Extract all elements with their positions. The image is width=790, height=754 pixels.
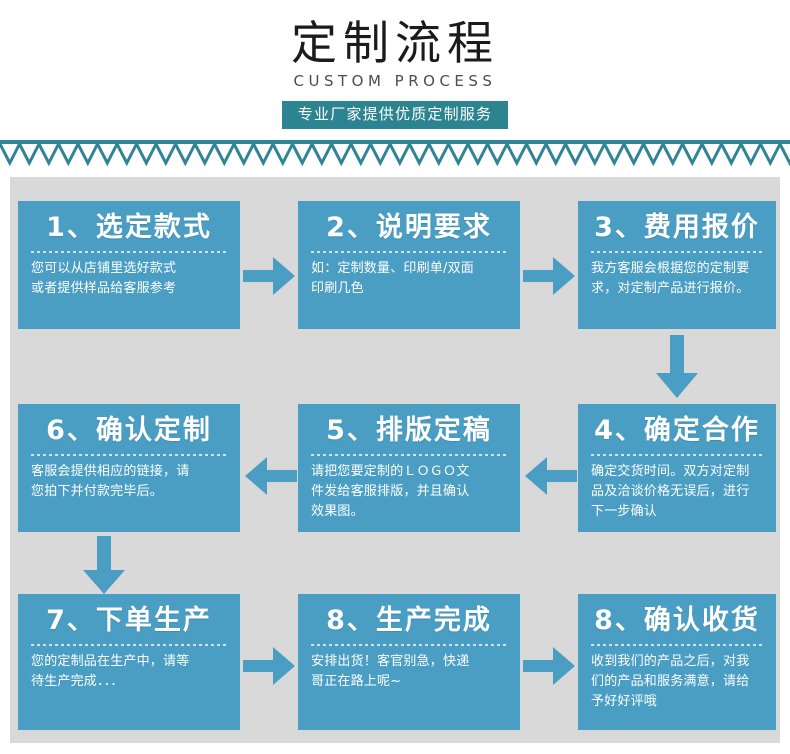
step-line: 确定交货时间。双方对定制 [591, 464, 750, 479]
step-description: 您可以从店铺里选好款式 或者提供样品给客服参考 [31, 259, 227, 299]
step-divider [311, 251, 507, 253]
step-line: 请把您要定制的ＬＯＧＯ文 [311, 464, 470, 479]
page-title: 定制流程 [291, 16, 499, 70]
step-line: 们的产品和服务满意，请给 [591, 674, 750, 689]
step-divider [591, 644, 763, 646]
step-line: 您拍下并付款完毕后。 [31, 484, 164, 499]
step-description: 确定交货时间。双方对定制 品及洽谈价格无误后，进行 下一步确认 [591, 462, 763, 522]
step-box-6: 6、确认定制 客服会提供相应的链接，请 您拍下并付款完毕后。 [18, 404, 240, 532]
step-line: 客服会提供相应的链接，请 [31, 464, 190, 479]
step-line: 收到我们的产品之后，对我 [591, 654, 750, 669]
step-description: 请把您要定制的ＬＯＧＯ文 件发给客服排版，并且确认 效果图。 [311, 462, 507, 522]
step-description: 收到我们的产品之后，对我 们的产品和服务满意，请给 予好好评哦 [591, 652, 763, 712]
step-box-3: 3、费用报价 我方客服会根据您的定制要 求，对定制产品进行报价。 [578, 201, 776, 329]
arrow-right-icon-7-to-8 [243, 638, 297, 694]
zigzag-divider [0, 140, 790, 167]
zigzag-icon [0, 140, 790, 167]
step-line: 品及洽谈价格无误后，进行 [591, 484, 750, 499]
step-description: 安排出货！客官别急，快递 哥正在路上呢~ [311, 652, 507, 692]
step-box-4: 4、确定合作 确定交货时间。双方对定制 品及洽谈价格无误后，进行 下一步确认 [578, 404, 776, 532]
step-box-5: 5、排版定稿 请把您要定制的ＬＯＧＯ文 件发给客服排版，并且确认 效果图。 [298, 404, 520, 532]
step-heading: 7、下单生产 [46, 605, 212, 636]
arrow-down-icon-3-to-4 [651, 335, 703, 401]
page-header: 定制流程 CUSTOM PROCESS 专业厂家提供优质定制服务 [0, 0, 790, 140]
step-box-8: 8、生产完成 安排出货！客官别急，快递 哥正在路上呢~ [298, 594, 520, 730]
arrow-right-icon-1-to-2 [243, 248, 297, 304]
step-box-7: 7、下单生产 您的定制品在生产中，请等 待生产完成．．． [18, 594, 240, 730]
step-divider [31, 454, 227, 456]
arrow-down-icon-6-to-7 [78, 536, 130, 596]
step-divider [311, 644, 507, 646]
step-description: 我方客服会根据您的定制要 求，对定制产品进行报价。 [591, 259, 763, 299]
arrow-left-icon-4-to-5 [523, 448, 577, 504]
page-subtitle: CUSTOM PROCESS [293, 72, 497, 90]
step-divider [31, 644, 227, 646]
step-line: 下一步确认 [591, 504, 658, 519]
step-divider [31, 251, 227, 253]
step-line: 您的定制品在生产中，请等 [31, 654, 190, 669]
step-line: 件发给客服排版，并且确认 [311, 484, 470, 499]
step-line: 待生产完成．．． [31, 674, 124, 689]
step-line: 哥正在路上呢~ [311, 674, 402, 689]
step-description: 如：定制数量、印刷单/双面 印刷几色 [311, 259, 507, 299]
step-line: 如：定制数量、印刷单/双面 [311, 261, 474, 276]
step-heading: 8、确认收货 [594, 605, 760, 636]
step-divider [591, 454, 763, 456]
step-line: 求，对定制产品进行报价。 [591, 281, 750, 296]
step-line: 安排出货！客官别急，快递 [311, 654, 470, 669]
arrow-left-icon-5-to-6 [243, 448, 297, 504]
step-heading: 5、排版定稿 [326, 415, 492, 446]
service-badge: 专业厂家提供优质定制服务 [281, 101, 509, 129]
step-box-9: 8、确认收货 收到我们的产品之后，对我 们的产品和服务满意，请给 予好好评哦 [578, 594, 776, 730]
step-divider [311, 454, 507, 456]
step-heading: 1、选定款式 [46, 212, 212, 243]
step-heading: 8、生产完成 [326, 605, 492, 636]
arrow-right-icon-2-to-3 [523, 248, 577, 304]
step-heading: 6、确认定制 [46, 415, 212, 446]
step-line: 或者提供样品给客服参考 [31, 281, 177, 296]
step-line: 我方客服会根据您的定制要 [591, 261, 750, 276]
step-heading: 2、说明要求 [326, 212, 492, 243]
step-line: 印刷几色 [311, 281, 364, 296]
step-line: 效果图。 [311, 504, 364, 519]
step-box-1: 1、选定款式 您可以从店铺里选好款式 或者提供样品给客服参考 [18, 201, 240, 329]
step-description: 客服会提供相应的链接，请 您拍下并付款完毕后。 [31, 462, 227, 502]
step-line: 予好好评哦 [591, 694, 658, 709]
step-line: 您可以从店铺里选好款式 [31, 261, 177, 276]
arrow-right-icon-8-to-9 [523, 638, 577, 694]
step-description: 您的定制品在生产中，请等 待生产完成．．． [31, 652, 227, 692]
step-divider [591, 251, 763, 253]
step-heading: 4、确定合作 [594, 415, 760, 446]
step-heading: 3、费用报价 [594, 212, 760, 243]
step-box-2: 2、说明要求 如：定制数量、印刷单/双面 印刷几色 [298, 201, 520, 329]
